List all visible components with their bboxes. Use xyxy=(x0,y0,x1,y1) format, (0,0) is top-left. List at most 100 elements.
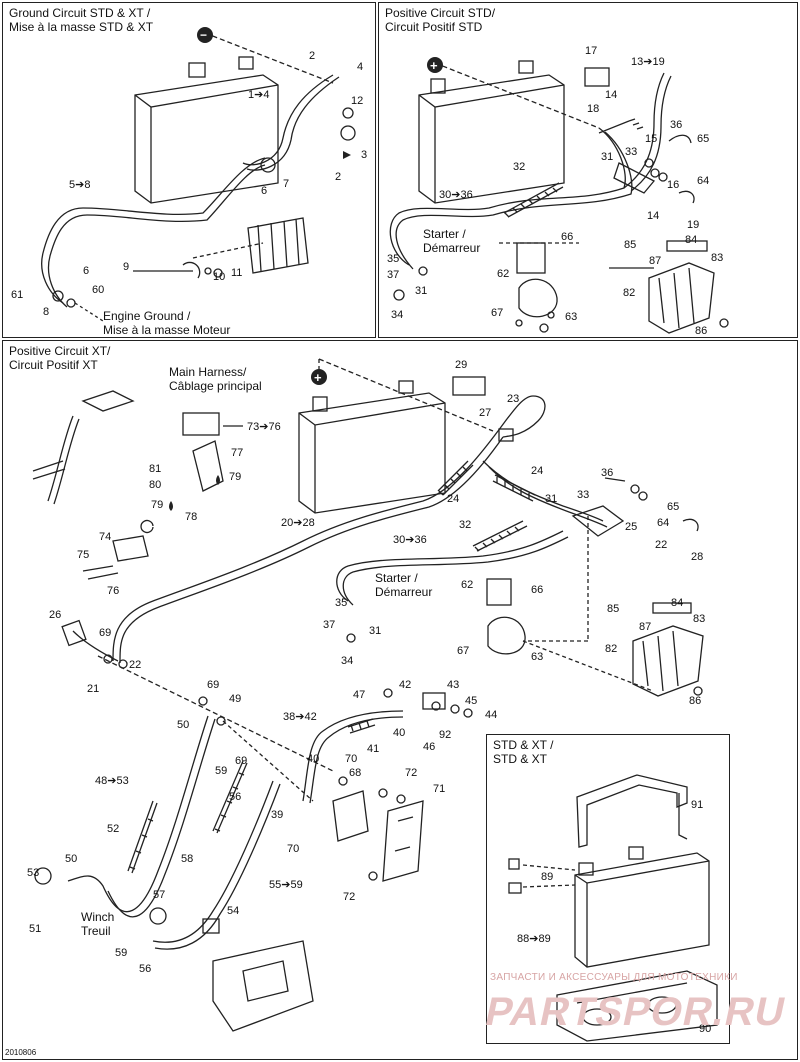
part-label: 14 xyxy=(605,89,618,101)
battery-drawing xyxy=(508,774,718,1042)
part-label: 29 xyxy=(455,359,468,371)
part-label: 33 xyxy=(625,146,638,158)
panel-ground-circuit: Ground Circuit STD & XT / Mise à la mass… xyxy=(2,2,376,338)
part-label: 19 xyxy=(687,219,700,231)
part-label: 68 xyxy=(349,767,362,779)
starter-note-std: Starter / Démarreur xyxy=(423,227,481,255)
panel-title-ground: Ground Circuit STD & XT / Mise à la mass… xyxy=(9,6,154,34)
part-label: 45 xyxy=(465,695,478,707)
part-label: 65 xyxy=(667,501,680,513)
part-label: 15 xyxy=(645,133,658,145)
part-label: 71 xyxy=(433,783,446,795)
panel-title-positive-xt: Positive Circuit XT/ Circuit Positif XT xyxy=(9,344,111,372)
part-label: 76 xyxy=(107,585,120,597)
part-label: 6 xyxy=(83,265,90,277)
part-label: 82 xyxy=(623,287,636,299)
watermark-caption: ЗАПЧАСТИ И АКСЕССУАРЫ ДЛЯ МОТОТЕХНИКИ xyxy=(490,972,738,983)
part-label: 86 xyxy=(689,695,702,707)
part-label: 64 xyxy=(697,175,710,187)
part-label: 33 xyxy=(577,489,590,501)
part-label: 18 xyxy=(587,103,600,115)
part-label: 79 xyxy=(151,499,164,511)
part-label: 25 xyxy=(625,521,638,533)
panel-battery-std-xt: STD & XT / STD & XT 91 89 88➔89 90 xyxy=(486,734,730,1044)
part-label: 34 xyxy=(391,309,404,321)
part-label: 35 xyxy=(335,597,348,609)
part-label: 54 xyxy=(227,905,240,917)
part-label: 32 xyxy=(513,161,526,173)
part-label: 81 xyxy=(149,463,162,475)
winch-note: Winch Treuil xyxy=(81,910,115,938)
part-label: 64 xyxy=(657,517,670,529)
part-label: 59 xyxy=(215,765,228,777)
part-label: 43 xyxy=(447,679,460,691)
part-label: 66 xyxy=(561,231,574,243)
starter-note-xt: Starter / Démarreur xyxy=(375,571,433,599)
positive-std-drawing: + xyxy=(389,57,729,334)
part-label: 53 xyxy=(27,867,40,879)
part-label: 83 xyxy=(693,613,706,625)
part-label: 26 xyxy=(49,609,62,621)
part-label: 87 xyxy=(649,255,662,267)
part-label: 69 xyxy=(235,755,248,767)
positive-symbol-xt: + xyxy=(314,370,322,385)
part-label: 41 xyxy=(367,743,380,755)
part-label: 37 xyxy=(387,269,400,281)
part-label: 89 xyxy=(541,871,554,883)
part-label: 63 xyxy=(531,651,544,663)
part-label: 80 xyxy=(149,479,162,491)
part-label: 73➔76 xyxy=(247,421,281,433)
part-label: 70 xyxy=(287,843,300,855)
part-label: 67 xyxy=(457,645,470,657)
part-label: 47 xyxy=(353,689,366,701)
part-label: 42 xyxy=(399,679,412,691)
panel-title-positive-std: Positive Circuit STD/ Circuit Positif ST… xyxy=(385,6,496,34)
part-label: 37 xyxy=(323,619,336,631)
part-label: 30➔36 xyxy=(393,534,427,546)
part-label: 44 xyxy=(485,709,498,721)
part-label: 67 xyxy=(491,307,504,319)
part-label: 30➔36 xyxy=(439,189,473,201)
ground-circuit-drawing: − xyxy=(41,27,356,322)
part-label: 7 xyxy=(283,178,290,190)
part-label: 62 xyxy=(497,268,510,280)
part-label: 91 xyxy=(691,799,704,811)
part-label: 59 xyxy=(115,947,128,959)
part-label: 24 xyxy=(531,465,544,477)
part-label: 56 xyxy=(229,791,242,803)
part-label: 38➔42 xyxy=(283,711,317,723)
part-label: 51 xyxy=(29,923,42,935)
part-label: 5➔8 xyxy=(69,179,91,191)
part-label: 31 xyxy=(545,493,558,505)
part-label: 16 xyxy=(667,179,680,191)
part-label: 11 xyxy=(231,267,243,279)
part-label: 74 xyxy=(99,531,112,543)
part-label: 82 xyxy=(605,643,618,655)
part-label: 40 xyxy=(393,727,406,739)
part-label: 13➔19 xyxy=(631,56,665,68)
part-label: 58 xyxy=(181,853,194,865)
part-label: 24 xyxy=(447,493,460,505)
part-label: 92 xyxy=(439,729,452,741)
part-label: 31 xyxy=(369,625,382,637)
negative-symbol: − xyxy=(200,28,207,42)
part-label: 14 xyxy=(647,210,660,222)
part-label: 49 xyxy=(229,693,242,705)
part-label: 3 xyxy=(361,149,368,161)
watermark-logo: PARTSPOR.RU xyxy=(481,990,790,1034)
part-label: 34 xyxy=(341,655,354,667)
part-label: 17 xyxy=(585,45,598,57)
part-label: 39 xyxy=(271,809,284,821)
part-label: 57 xyxy=(153,889,166,901)
part-label: 10 xyxy=(213,271,226,283)
part-label: 50 xyxy=(177,719,190,731)
part-label: 62 xyxy=(461,579,474,591)
part-label: 75 xyxy=(77,549,90,561)
part-label: 69 xyxy=(99,627,112,639)
part-label: 9 xyxy=(123,261,130,273)
part-label: 21 xyxy=(87,683,100,695)
positive-xt-drawing: + xyxy=(32,358,704,1032)
main-harness-note: Main Harness/ Câblage principal xyxy=(169,365,262,393)
part-label: 36 xyxy=(670,119,683,131)
part-label: 84 xyxy=(685,234,698,246)
